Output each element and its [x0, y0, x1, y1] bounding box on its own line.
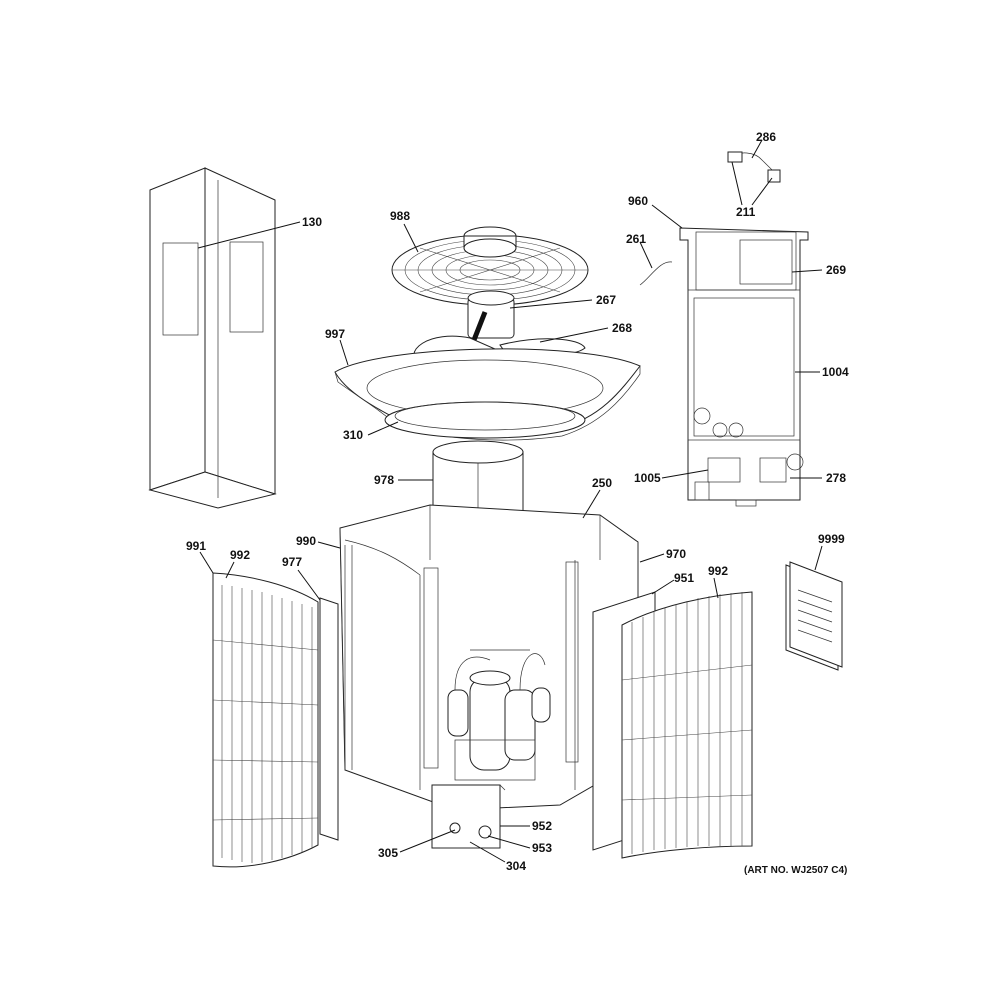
compressor-assembly	[447, 649, 551, 781]
control-box	[679, 227, 809, 507]
callout-286: 286	[756, 130, 776, 144]
left-grille	[212, 572, 319, 868]
callout-970: 970	[666, 547, 686, 561]
left-side-panel	[319, 597, 339, 841]
fan-motor	[467, 290, 515, 341]
callout-1005: 1005	[634, 471, 661, 485]
callout-250: 250	[592, 476, 612, 490]
callout-991: 991	[186, 539, 206, 553]
callout-130: 130	[302, 215, 322, 229]
callout-1004: 1004	[822, 365, 849, 379]
callout-310: 310	[343, 428, 363, 442]
callout-269: 269	[826, 263, 846, 277]
callout-267: 267	[596, 293, 616, 307]
callout-977: 977	[282, 555, 302, 569]
callout-305: 305	[378, 846, 398, 860]
callout-268: 268	[612, 321, 632, 335]
art-number: (ART NO. WJ2507 C4)	[744, 865, 847, 876]
valve-bracket	[431, 784, 506, 849]
callout-988: 988	[390, 209, 410, 223]
orifice-ring	[384, 401, 586, 439]
callout-992-left: 992	[230, 548, 250, 562]
leader-lines	[197, 139, 823, 863]
callout-992-right: 992	[708, 564, 728, 578]
callout-labels: 130 988 286 211 960 261 269 267 997 268 …	[186, 130, 849, 873]
callout-960: 960	[628, 194, 648, 208]
callout-990: 990	[296, 534, 316, 548]
callout-997: 997	[325, 327, 345, 341]
callout-951: 951	[674, 571, 694, 585]
literature-manual	[785, 561, 843, 671]
callout-261: 261	[626, 232, 646, 246]
callout-978: 978	[374, 473, 394, 487]
corner-panel	[148, 167, 277, 509]
callout-9999: 9999	[818, 532, 845, 546]
callout-278: 278	[826, 471, 846, 485]
callout-304: 304	[506, 859, 526, 873]
right-grille	[621, 591, 753, 859]
callout-952: 952	[532, 819, 552, 833]
wire-261	[639, 261, 673, 286]
callout-211: 211	[736, 205, 756, 219]
callout-953: 953	[532, 841, 552, 855]
